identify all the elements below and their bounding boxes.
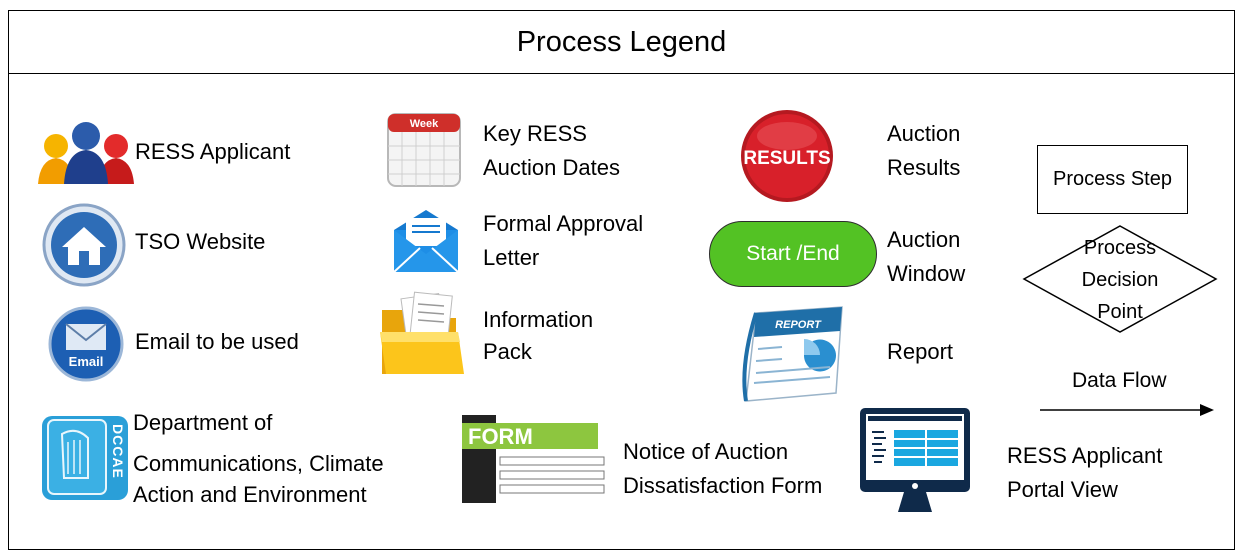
label-auction-results-1: Auction xyxy=(887,121,961,146)
report-icon: REPORT xyxy=(742,306,843,402)
decision-label-3: Point xyxy=(1097,301,1143,323)
label-approval-letter-2: Letter xyxy=(483,245,540,270)
envelope-icon xyxy=(393,210,459,273)
email-icon: Email xyxy=(48,306,124,382)
monitor-icon xyxy=(860,408,970,512)
decision-label-1: Process xyxy=(1084,237,1156,259)
report-label: REPORT xyxy=(775,319,822,331)
house-icon xyxy=(42,203,126,287)
label-portal-view-2: Portal View xyxy=(1007,477,1118,502)
label-report: Report xyxy=(887,339,954,364)
label-department-2: Communications, Climate xyxy=(133,451,384,476)
data-flow-arrow xyxy=(1040,404,1214,416)
form-label: FORM xyxy=(468,424,533,449)
label-info-pack-1: Information xyxy=(483,307,594,332)
label-data-flow: Data Flow xyxy=(1072,369,1167,392)
label-department-3: Action and Environment xyxy=(133,482,367,507)
label-notice-form-2: Dissatisfaction Form xyxy=(623,473,823,498)
email-logo-text: Email xyxy=(69,354,104,369)
label-auction-window-2: Window xyxy=(887,261,966,286)
calendar-icon: Week xyxy=(387,113,461,187)
label-auction-results-2: Results xyxy=(887,155,961,180)
label-tso-website: TSO Website xyxy=(135,229,266,254)
label-key-dates-2: Auction Dates xyxy=(483,155,620,180)
legend-title: Process Legend xyxy=(8,10,1235,74)
label-email: Email to be used xyxy=(135,329,299,354)
label-notice-form-1: Notice of Auction xyxy=(623,439,789,464)
process-step-box: Process Step xyxy=(1037,145,1188,214)
label-department-1: Department of xyxy=(133,410,273,435)
folder-icon xyxy=(380,291,464,374)
results-label: RESULTS xyxy=(743,148,830,169)
results-icon: RESULTS xyxy=(741,110,833,202)
label-key-dates-1: Key RESS xyxy=(483,121,587,146)
form-icon: FORM xyxy=(462,415,612,503)
label-ress-applicant: RESS Applicant xyxy=(135,139,291,164)
label-auction-window-1: Auction xyxy=(887,227,961,252)
label-info-pack-2: Pack xyxy=(483,339,532,364)
label-portal-view-1: RESS Applicant xyxy=(1007,443,1163,468)
dccae-logo-text: DCCAE xyxy=(110,424,126,479)
users-icon xyxy=(38,122,134,184)
label-approval-letter-1: Formal Approval xyxy=(483,211,644,236)
calendar-label: Week xyxy=(410,118,439,130)
decision-label-2: Decision xyxy=(1082,269,1159,291)
decision-diamond: Process Decision Point xyxy=(1022,225,1218,333)
start-end-shape: Start /End xyxy=(709,221,877,287)
dccae-logo-icon: DCCAE xyxy=(42,416,128,500)
